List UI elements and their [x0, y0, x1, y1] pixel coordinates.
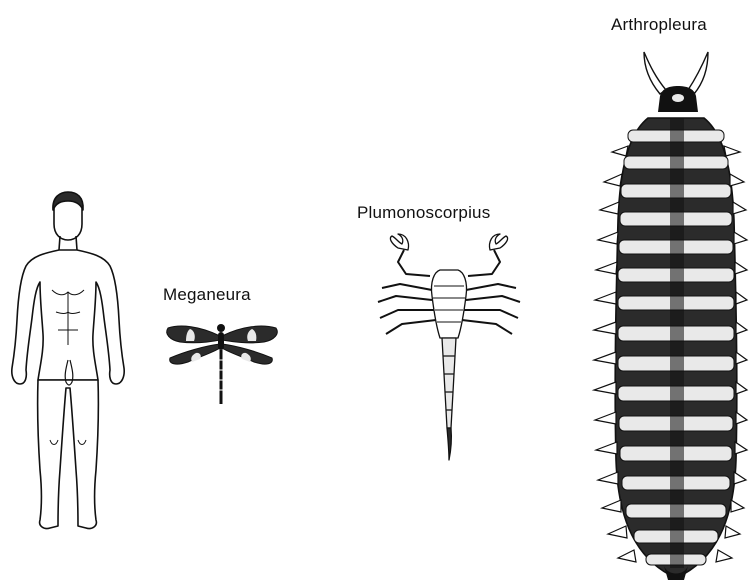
arthropleura-figure	[594, 52, 747, 580]
human-figure	[12, 192, 124, 529]
meganeura-figure	[167, 324, 278, 404]
meganeura-label: Meganeura	[163, 285, 251, 305]
arthropleura-label: Arthropleura	[611, 15, 707, 35]
plumonoscorpius-label: Plumonoscorpius	[357, 203, 490, 223]
plumonoscorpius-figure	[378, 234, 520, 460]
